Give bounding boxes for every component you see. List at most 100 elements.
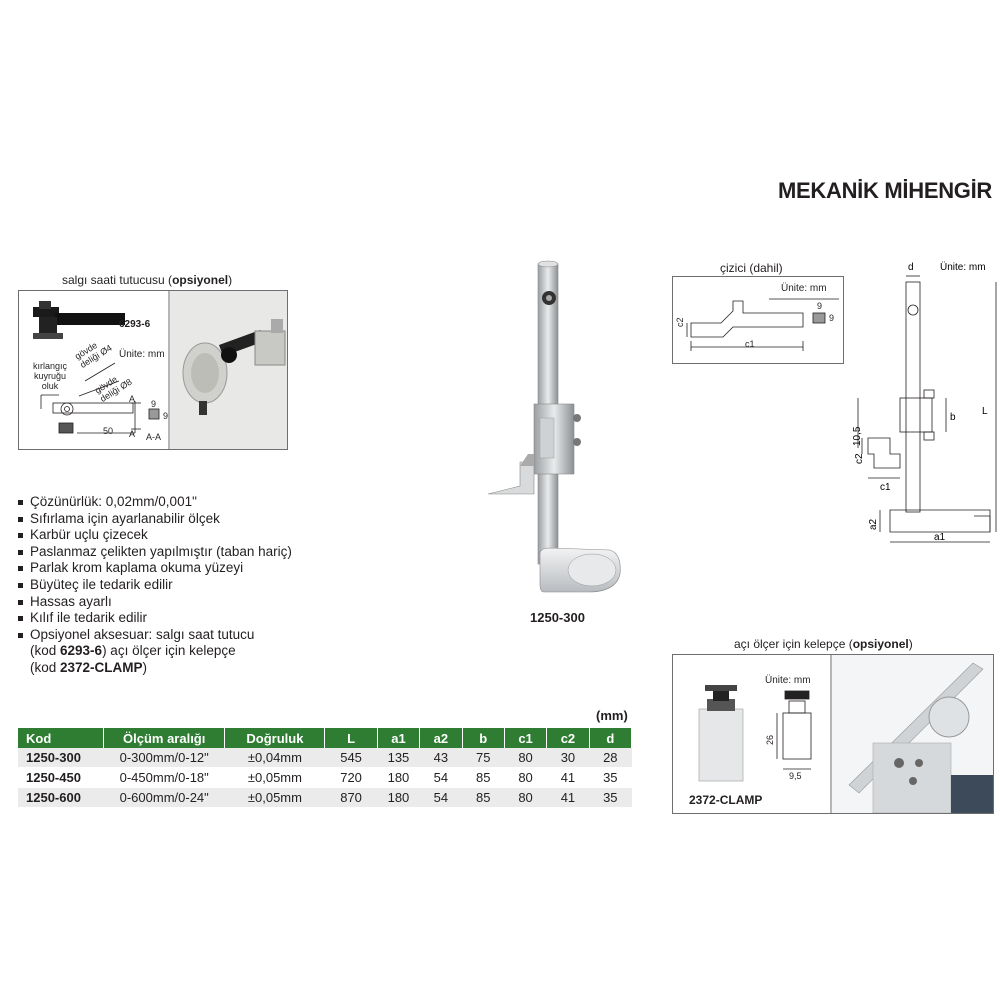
- clamp-dim-9-5: 9,5: [789, 771, 802, 781]
- table-cell: 28: [589, 748, 632, 768]
- dial-holder-product-image: [33, 301, 125, 339]
- clamp-drawing: [698, 655, 993, 813]
- table-cell: 870: [324, 787, 378, 808]
- dial-holder-photo: [170, 291, 287, 449]
- accessory-line-2: (kod 6293-6) açı ölçer için kelepçe: [30, 643, 236, 659]
- list-item: Çözünürlük: 0,02mm/0,001": [18, 494, 348, 511]
- list-item: Büyüteç ile tedarik edilir: [18, 577, 348, 594]
- clamp-panel: Ünite: mm 26 9,5 2372-CLAMP: [672, 654, 994, 814]
- dial-holder-code: 6293-6: [119, 319, 151, 330]
- dim-9-side: 9: [163, 411, 169, 421]
- features-list: Çözünürlük: 0,02mm/0,001" Sıfırlama için…: [18, 494, 348, 677]
- table-cell: 30: [546, 748, 590, 768]
- clamp-photo: [698, 685, 744, 782]
- table-cell: 80: [504, 767, 547, 788]
- table-cell: 35: [589, 767, 632, 788]
- table-header: a2: [419, 728, 463, 748]
- height-gauge-photo: [487, 260, 621, 593]
- clamp-dim-26: 26: [765, 734, 775, 745]
- table-cell: 41: [546, 787, 590, 808]
- clamp-technical-drawing: [776, 690, 812, 770]
- table-cell: 75: [462, 748, 505, 768]
- clamp-unit: Ünite: mm: [765, 675, 811, 686]
- section-a-bottom: A: [129, 429, 136, 439]
- height-gauge-dimension-drawing: d Ünite: mm L b 10,5 c2 c1 a2 a1: [852, 261, 997, 543]
- scriber-c1: c1: [745, 339, 755, 349]
- table-cell: 1250-450: [18, 767, 104, 788]
- table-cell: 85: [462, 767, 505, 788]
- table-header-row: Kod Ölçüm aralığı Doğruluk L a1 a2 b c1 …: [18, 728, 633, 748]
- table-cell: 41: [546, 767, 590, 788]
- list-item: Parlak krom kaplama okuma yüzeyi: [18, 560, 348, 577]
- dim-50: 50: [103, 426, 114, 436]
- drawing-c2: c2: [854, 453, 865, 464]
- table-cell: 545: [324, 748, 378, 768]
- drawing-10-5: 10,5: [852, 426, 863, 446]
- table-cell: 720: [324, 767, 378, 788]
- table-cell: 54: [419, 787, 463, 808]
- dial-holder-panel: 6293-6 Ünite: mm kırlangıç kuyruğu oluk …: [18, 290, 288, 450]
- list-item: Sıfırlama için ayarlanabilir ölçek: [18, 511, 348, 528]
- table-header: Ölçüm aralığı: [103, 728, 226, 748]
- drawing-L: L: [982, 406, 988, 417]
- table-cell: 1250-600: [18, 787, 104, 808]
- table-cell: 135: [377, 748, 420, 768]
- section-a-top: A: [129, 394, 136, 404]
- scriber-dim-9a: 9: [817, 301, 823, 311]
- list-item: Hassas ayarlı: [18, 594, 348, 611]
- accessory-line-3: (kod 2372-CLAMP): [30, 659, 148, 675]
- product-label: 1250-300: [530, 610, 585, 625]
- table-row: 1250-600 0-600mm/0-24" ±0,05mm 870 180 5…: [18, 787, 632, 808]
- table-header: d: [589, 728, 633, 748]
- dial-holder-technical-drawing: [40, 362, 160, 434]
- list-item: Paslanmaz çelikten yapılmıştır (taban ha…: [18, 544, 348, 561]
- clamp-code: 2372-CLAMP: [689, 793, 763, 807]
- dial-holder-drawing: [33, 291, 287, 449]
- section-a-a: A-A: [146, 432, 162, 442]
- table-header: Doğruluk: [224, 728, 326, 748]
- table-cell: ±0,05mm: [224, 787, 325, 808]
- table-cell: 54: [419, 767, 463, 788]
- table-cell: ±0,04mm: [224, 748, 325, 768]
- drawing-c1: c1: [880, 482, 891, 493]
- table-cell: 180: [377, 767, 420, 788]
- list-item: Opsiyonel aksesuar: salgı saat tutucu: [18, 627, 348, 644]
- dial-holder-unit: Ünite: mm: [119, 349, 165, 360]
- dim-9-top: 9: [151, 399, 157, 409]
- list-item: Kılıf ile tedarik edilir: [18, 610, 348, 627]
- scriber-panel: Ünite: mm c2 c1 9 9: [672, 276, 844, 364]
- scriber-drawing: [686, 298, 839, 351]
- table-header: c2: [546, 728, 590, 748]
- table-cell: 80: [504, 787, 547, 808]
- table-cell: 1250-300: [18, 748, 104, 768]
- list-item: Karbür uçlu çizecek: [18, 527, 348, 544]
- page-title: MEKANİK MİHENGİR: [778, 178, 992, 203]
- table-row: 1250-300 0-300mm/0-12" ±0,04mm 545 135 4…: [18, 748, 632, 768]
- table-cell: 0-600mm/0-24": [103, 787, 225, 808]
- dial-holder-caption: salgı saati tutucusu (opsiyonel): [62, 273, 233, 287]
- table-cell: 35: [589, 787, 632, 808]
- table-cell: ±0,05mm: [224, 767, 325, 788]
- table-header: c1: [504, 728, 548, 748]
- clamp-in-use-photo: [832, 655, 993, 813]
- table-header: b: [462, 728, 505, 748]
- scriber-dim-9b: 9: [829, 313, 835, 323]
- table-cell: 80: [504, 748, 547, 768]
- drawing-b: b: [950, 412, 956, 423]
- dovetail-label: kırlangıç kuyruğu oluk: [33, 361, 68, 391]
- scriber-c2: c2: [675, 317, 685, 327]
- table-unit: (mm): [596, 708, 628, 723]
- drawing-unit: Ünite: mm: [940, 261, 986, 273]
- drawing-a2: a2: [868, 518, 879, 530]
- table-header: Kod: [18, 728, 104, 748]
- scriber-unit: Ünite: mm: [781, 283, 827, 294]
- table-cell: 0-450mm/0-18": [103, 767, 225, 788]
- table-cell: 85: [462, 787, 505, 808]
- table-row: 1250-450 0-450mm/0-18" ±0,05mm 720 180 5…: [18, 767, 632, 788]
- table-cell: 0-300mm/0-12": [103, 748, 225, 768]
- table-cell: 180: [377, 787, 420, 808]
- spec-table: Kod Ölçüm aralığı Doğruluk L a1 a2 b c1 …: [18, 728, 633, 808]
- table-header: a1: [377, 728, 421, 748]
- scriber-caption: çizici (dahil): [720, 261, 783, 275]
- drawing-d: d: [908, 262, 914, 273]
